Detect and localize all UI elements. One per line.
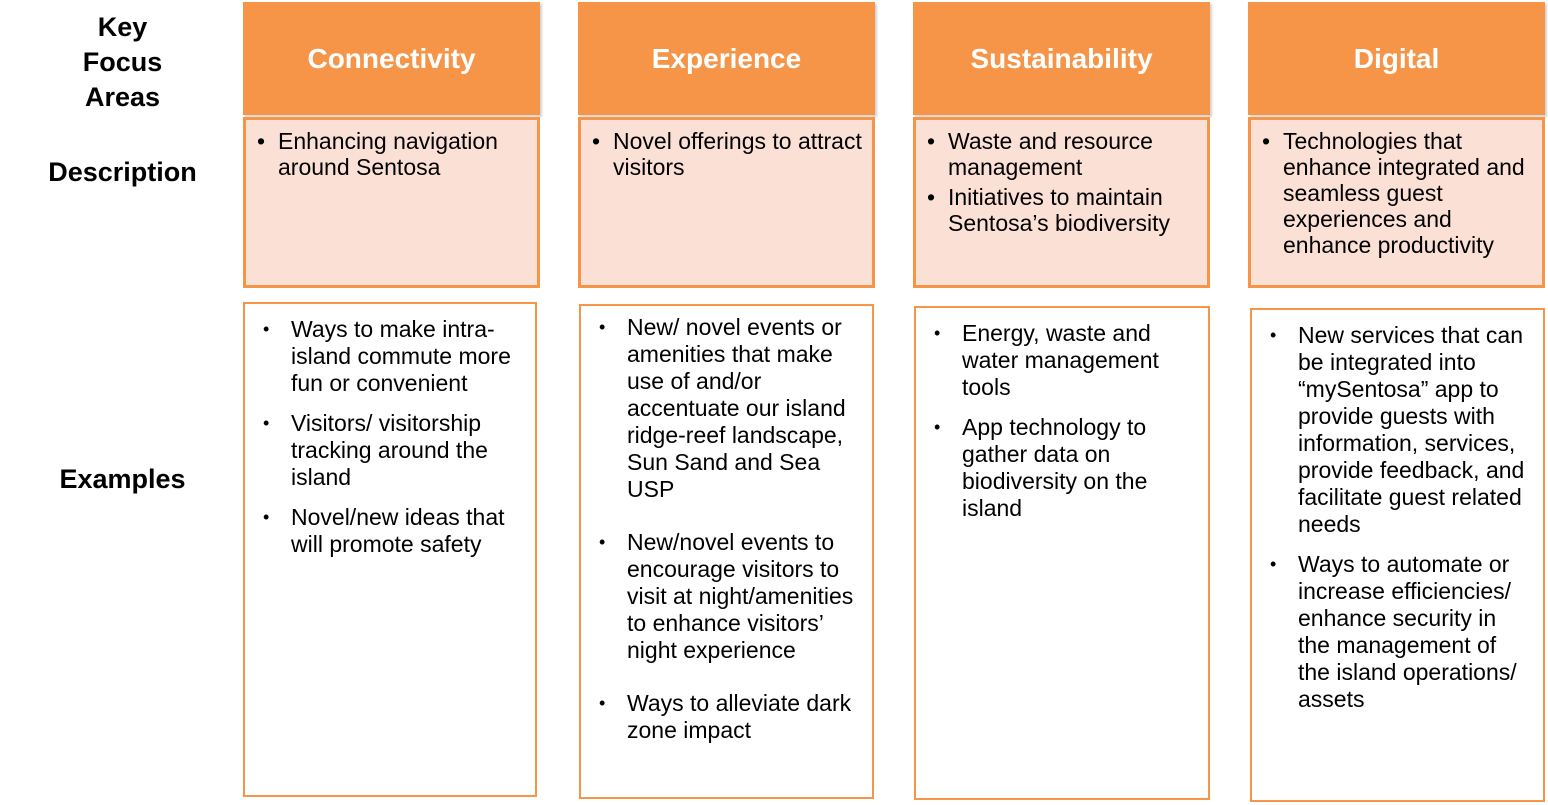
- example-item: Ways to make intra-island commute more f…: [257, 316, 525, 397]
- description-experience: Novel offerings to attract visitors: [578, 117, 875, 288]
- header-experience: Experience: [578, 2, 875, 115]
- header-sustainability: Sustainability: [913, 2, 1210, 115]
- description-connectivity: Enhancing navigation around Sentosa: [243, 117, 540, 288]
- header-connectivity: Connectivity: [243, 2, 540, 115]
- example-item: New services that can be integrated into…: [1264, 322, 1533, 538]
- example-item: Ways to alleviate dark zone impact: [593, 690, 862, 744]
- description-item: Novel offerings to attract visitors: [591, 128, 862, 180]
- example-item: Novel/new ideas that will promote safety: [257, 504, 525, 558]
- description-item: Technologies that enhance integrated and…: [1261, 128, 1532, 258]
- example-item: Ways to automate or increase efficiencie…: [1264, 551, 1533, 713]
- example-item: App technology to gather data on biodive…: [928, 414, 1198, 522]
- example-item: Energy, waste and water management tools: [928, 320, 1198, 401]
- description-item: Initiatives to maintain Sentosa’s biodiv…: [926, 184, 1197, 236]
- examples-experience: New/ novel events or amenities that make…: [579, 304, 874, 799]
- examples-digital: New services that can be integrated into…: [1250, 308, 1545, 802]
- description-item: Enhancing navigation around Sentosa: [256, 128, 527, 180]
- description-digital: Technologies that enhance integrated and…: [1248, 117, 1545, 288]
- header-digital: Digital: [1248, 2, 1545, 115]
- example-item: New/novel events to encourage visitors t…: [593, 529, 862, 664]
- examples-connectivity: Ways to make intra-island commute more f…: [243, 302, 537, 797]
- description-item: Waste and resource management: [926, 128, 1197, 180]
- description-sustainability: Waste and resource management Initiative…: [913, 117, 1210, 288]
- row-label-description: Description: [48, 157, 197, 187]
- example-item: Visitors/ visitorship tracking around th…: [257, 410, 525, 491]
- example-item: New/ novel events or amenities that make…: [593, 314, 862, 503]
- examples-sustainability: Energy, waste and water management tools…: [914, 306, 1210, 800]
- row-label-examples: Examples: [59, 464, 186, 494]
- row-label-key-focus-areas: Key Focus Areas: [82, 12, 163, 112]
